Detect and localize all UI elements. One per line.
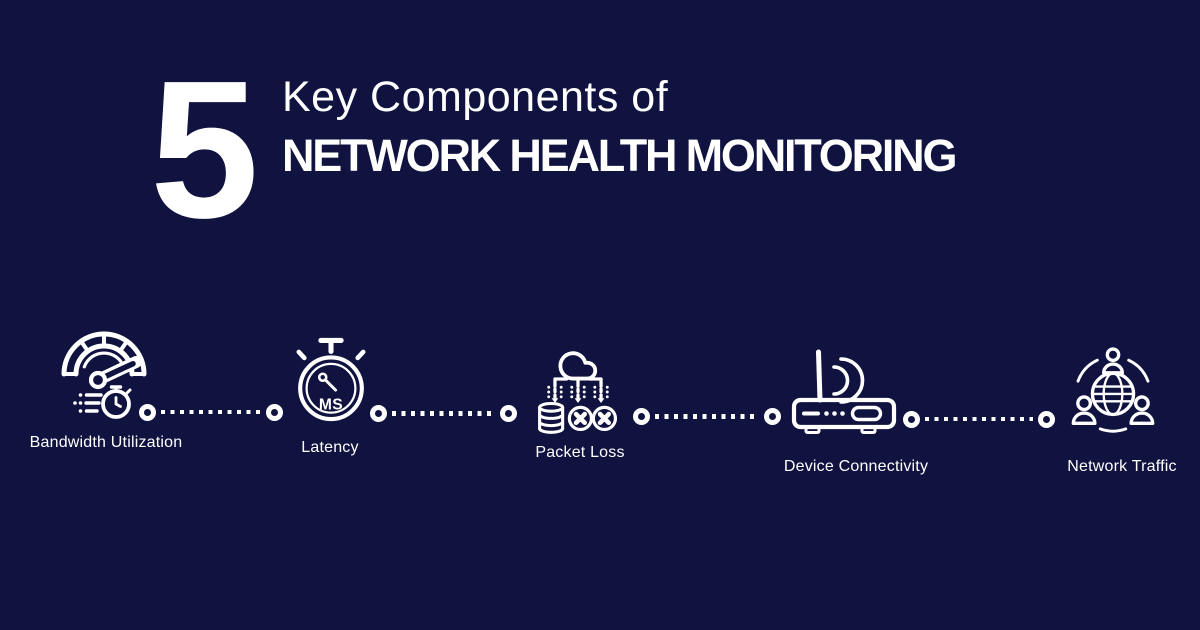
component-label-bandwidth: Bandwidth Utilization	[29, 434, 183, 451]
component-label-packet-loss: Packet Loss	[535, 444, 625, 461]
ring-endpoint	[1037, 410, 1055, 428]
globe-users-icon	[1071, 347, 1155, 433]
ring-endpoint	[902, 410, 920, 428]
count-number: 5	[150, 40, 259, 259]
ring-endpoint	[369, 405, 387, 422]
speedometer-gauge-icon	[61, 331, 147, 419]
dotted-line	[654, 414, 759, 419]
ring-endpoint	[266, 403, 283, 421]
component-label-device-connectivity: Device Connectivity	[783, 458, 929, 475]
dotted-line	[161, 409, 261, 415]
dotted-connector	[139, 403, 283, 421]
component-label-network-traffic: Network Traffic	[1067, 458, 1177, 475]
dotted-line	[924, 416, 1033, 422]
page-title: NETWORK HEALTH MONITORING	[282, 130, 957, 181]
dotted-connector	[632, 408, 781, 425]
stopwatch-icon: MS	[296, 337, 366, 422]
ring-endpoint	[632, 408, 650, 425]
stopwatch-ms-text: MS	[319, 396, 343, 413]
wifi-router-icon	[791, 349, 897, 434]
ring-endpoint	[139, 403, 156, 421]
dotted-line	[391, 411, 495, 416]
dotted-connector	[369, 405, 517, 422]
component-label-latency: Latency	[301, 439, 359, 456]
header-subtitle: Key Components of	[282, 73, 669, 121]
dotted-connector	[902, 410, 1055, 428]
ring-endpoint	[499, 405, 517, 422]
cloud-packet-loss-icon	[538, 351, 618, 434]
ring-endpoint	[763, 408, 781, 425]
